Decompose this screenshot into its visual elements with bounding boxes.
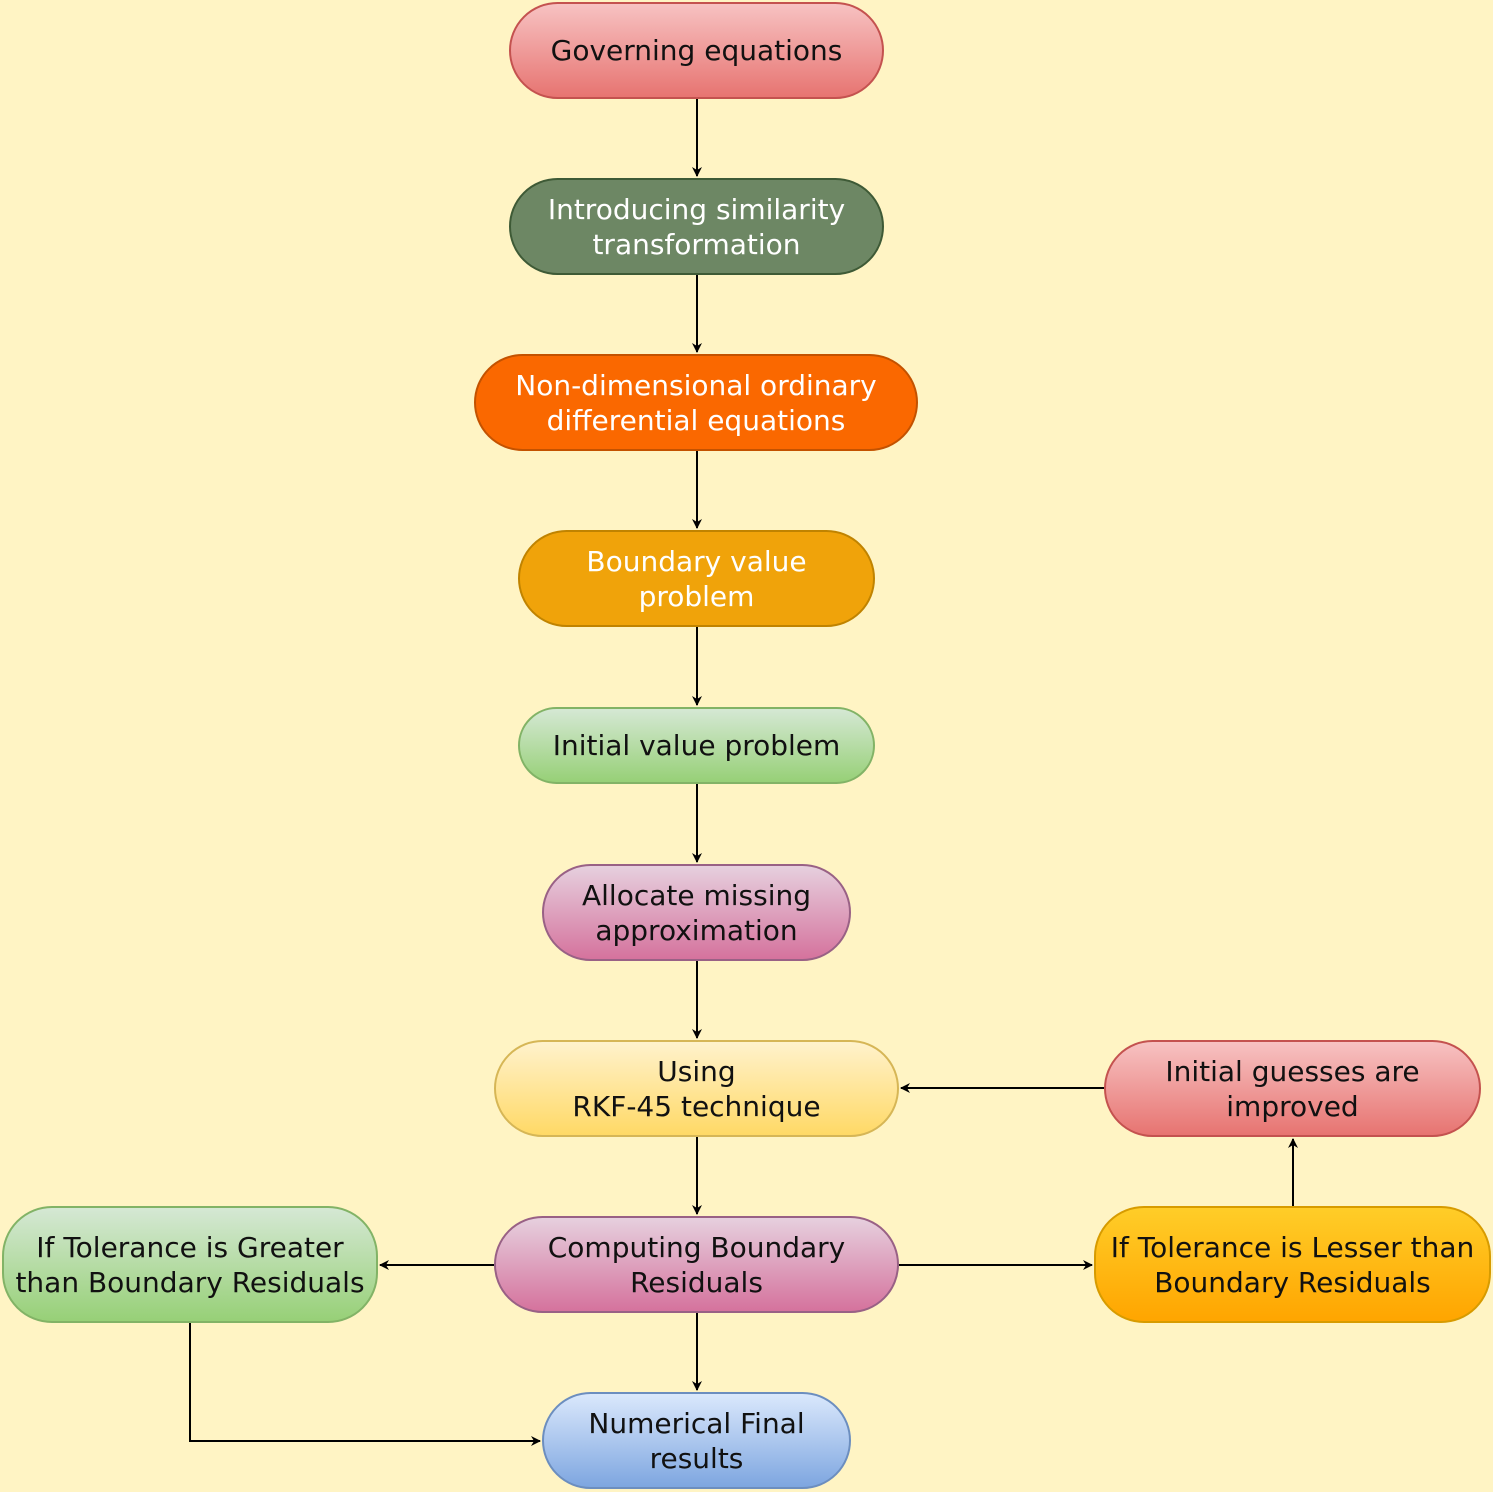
node-allocate-missing-approximation: Allocate missing approximation <box>542 864 851 961</box>
node-initial-guesses-improved: Initial guesses are improved <box>1104 1040 1481 1137</box>
node-ordinary-differential-equations: Non-dimensional ordinary differential eq… <box>474 354 918 451</box>
node-numerical-final-results: Numerical Final results <box>542 1392 851 1489</box>
node-rkf45-technique: Using RKF-45 technique <box>494 1040 899 1137</box>
node-tolerance-greater: If Tolerance is Greater than Boundary Re… <box>2 1206 378 1323</box>
node-computing-boundary-residuals: Computing Boundary Residuals <box>494 1216 899 1313</box>
node-initial-value-problem: Initial value problem <box>518 707 875 784</box>
node-governing-equations: Governing equations <box>509 2 884 99</box>
node-tolerance-lesser: If Tolerance is Lesser than Boundary Res… <box>1094 1206 1491 1323</box>
edge-greater-to-final <box>189 1323 541 1446</box>
node-boundary-value-problem: Boundary value problem <box>518 530 875 627</box>
node-similarity-transformation: Introducing similarity transformation <box>509 178 884 275</box>
